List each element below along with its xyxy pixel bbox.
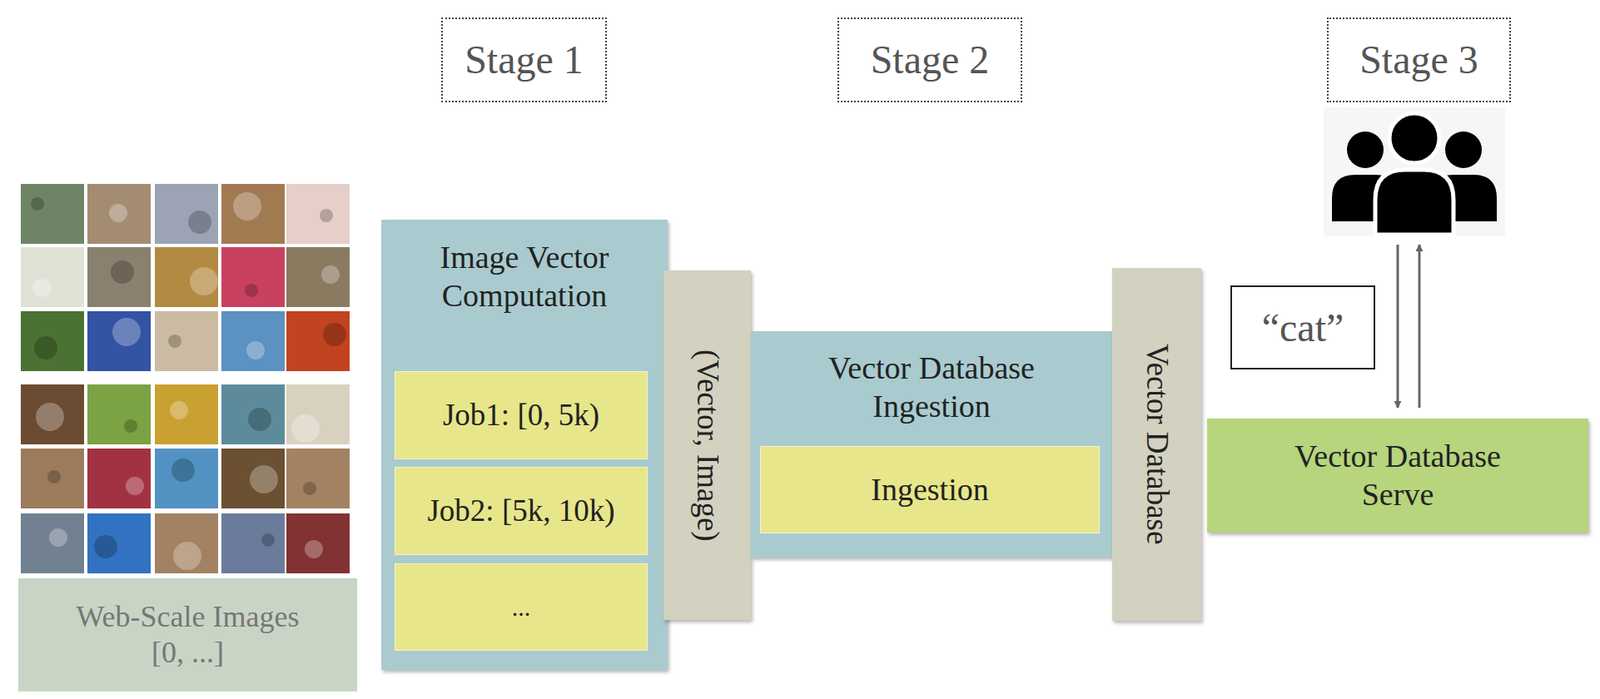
- image-detail: [261, 533, 275, 547]
- image-thumbnail: [87, 513, 151, 574]
- image-thumbnail: [20, 384, 85, 445]
- image-thumbnail: [221, 247, 285, 308]
- user-head: [1346, 131, 1384, 169]
- data-store-bar: Vector Database: [1112, 268, 1202, 622]
- image-thumbnail: [20, 311, 85, 372]
- image-thumbnail: [221, 183, 285, 244]
- box-label: Vector Database Serve: [1272, 437, 1523, 514]
- image-detail: [291, 414, 320, 443]
- image-detail: [244, 283, 259, 298]
- image-detail: [168, 334, 182, 348]
- stage-label-box: Stage 1: [441, 17, 607, 103]
- image-detail: [248, 407, 272, 432]
- box-label: ...: [511, 592, 532, 623]
- box-label: Stage 2: [870, 35, 990, 85]
- job-box: Job2: [5k, 10k): [394, 467, 648, 556]
- job-box: ...: [394, 563, 648, 651]
- image-thumbnail: [87, 247, 151, 308]
- image-detail: [249, 465, 279, 494]
- serve-box: Vector Database Serve: [1207, 418, 1589, 533]
- image-detail: [303, 481, 317, 496]
- image-thumbnail: [154, 311, 219, 372]
- image-detail: [188, 210, 212, 234]
- image-thumbnail: [286, 247, 350, 308]
- box-title: Image Vector Computation: [403, 238, 646, 315]
- box-label: Stage 1: [464, 35, 584, 85]
- image-detail: [109, 203, 128, 223]
- result-arrow: [1418, 244, 1422, 408]
- image-thumbnail: [20, 448, 85, 509]
- user-body: [1375, 169, 1454, 235]
- box-label: “cat”: [1262, 303, 1345, 353]
- box-label: (Vector, Image): [688, 349, 726, 542]
- image-detail: [30, 197, 45, 211]
- user-head: [1389, 113, 1440, 164]
- query-arrow: [1396, 244, 1400, 408]
- query-box: “cat”: [1230, 285, 1376, 370]
- image-detail: [49, 528, 68, 547]
- image-detail: [110, 260, 135, 284]
- image-thumbnail: [286, 513, 350, 574]
- stage-label-box: Stage 2: [837, 17, 1023, 103]
- image-detail: [169, 401, 189, 420]
- image-detail: [112, 318, 141, 347]
- image-detail: [47, 470, 61, 484]
- image-detail: [246, 341, 265, 360]
- image-detail: [322, 322, 347, 347]
- image-thumbnail: [154, 513, 219, 574]
- image-thumbnail: [286, 384, 350, 445]
- image-detail: [94, 535, 118, 559]
- box-label: Web-Scale Images [0, ...]: [63, 599, 314, 671]
- stage-container: Vector Database IngestionIngestion: [750, 331, 1113, 558]
- users-icon: [1323, 107, 1506, 237]
- image-detail: [171, 458, 195, 482]
- image-thumbnail: [87, 311, 151, 372]
- job-box: Job1: [0, 5k): [394, 371, 648, 460]
- box-label: Vector Database: [1137, 343, 1175, 545]
- image-thumbnail: [154, 384, 219, 445]
- image-thumbnail: [87, 183, 151, 244]
- image-thumbnail: [20, 513, 85, 574]
- image-grid: [20, 183, 350, 574]
- user-head: [1445, 131, 1482, 169]
- box-label: Job1: [0, 5k): [442, 397, 600, 434]
- stage-label-box: Stage 3: [1326, 17, 1511, 103]
- image-detail: [321, 265, 340, 284]
- image-thumbnail: [286, 448, 350, 509]
- stage-container: Image Vector ComputationJob1: [0, 5k) Job…: [381, 219, 668, 671]
- image-thumbnail: [87, 384, 151, 445]
- box-label: Stage 3: [1359, 35, 1479, 85]
- image-detail: [304, 540, 323, 559]
- image-thumbnail: [20, 247, 85, 308]
- image-thumbnail: [221, 513, 285, 574]
- image-thumbnail: [87, 448, 151, 509]
- icon-background: [1323, 107, 1506, 237]
- image-detail: [319, 208, 333, 223]
- image-thumbnail: [154, 448, 219, 509]
- image-thumbnail: [286, 183, 350, 244]
- image-thumbnail: [221, 311, 285, 372]
- box-label: Job2: [5k, 10k): [427, 492, 615, 530]
- data-store-bar: (Vector, Image): [663, 270, 751, 621]
- image-thumbnail: [221, 448, 285, 509]
- image-detail: [189, 267, 219, 296]
- process-box: Ingestion: [760, 446, 1100, 534]
- image-thumbnail: [20, 183, 85, 244]
- image-thumbnail: [221, 384, 285, 445]
- image-detail: [233, 192, 262, 221]
- image-detail: [32, 278, 51, 298]
- image-thumbnail: [154, 247, 219, 308]
- image-detail: [34, 336, 58, 360]
- box-title: Vector Database Ingestion: [806, 349, 1057, 426]
- image-detail: [125, 477, 145, 496]
- image-detail: [173, 541, 202, 571]
- image-detail: [124, 419, 138, 433]
- image-thumbnail: [286, 311, 350, 372]
- image-thumbnail: [154, 183, 219, 244]
- image-detail: [35, 402, 65, 432]
- box-label: Ingestion: [870, 471, 989, 510]
- dataset-box: Web-Scale Images [0, ...]: [18, 578, 358, 692]
